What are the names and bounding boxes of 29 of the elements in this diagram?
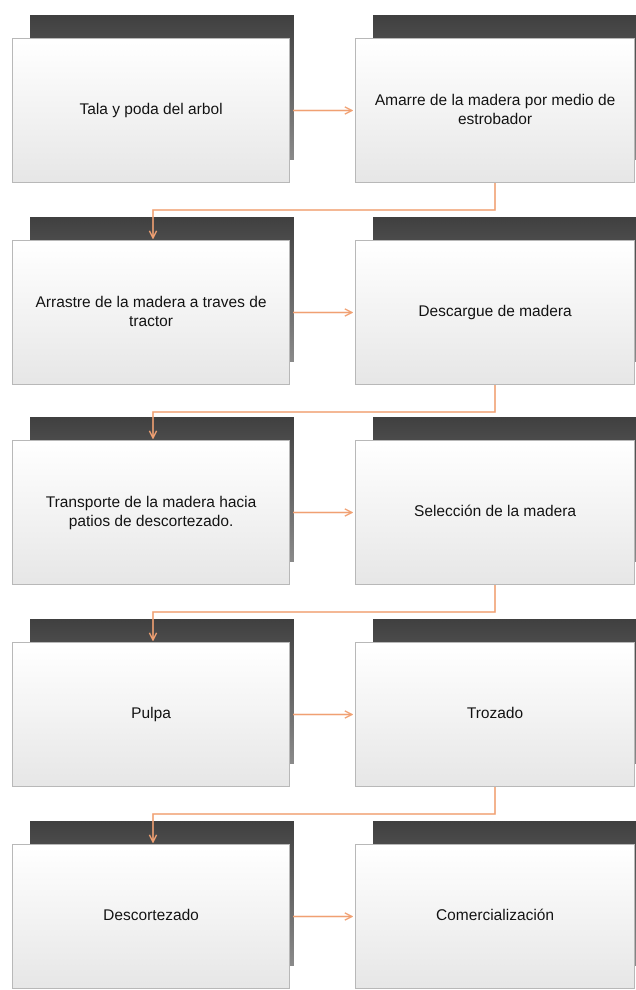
step-label: Tala y poda del arbol — [79, 101, 223, 120]
process-box — [12, 38, 290, 183]
arrow — [293, 912, 353, 921]
process-box — [12, 844, 290, 989]
arrow — [293, 106, 353, 115]
process-box — [355, 440, 635, 585]
process-box — [12, 240, 290, 385]
step-label: Selección de la madera — [414, 503, 576, 522]
arrow — [148, 183, 496, 239]
arrow — [293, 508, 353, 517]
step-label: Descargue de madera — [418, 303, 572, 322]
step-label: Trozado — [466, 705, 524, 724]
arrow — [293, 308, 353, 317]
step-label: Amarre de la madera por medio de estrobador — [374, 92, 616, 130]
step-label: Arrastre de la madera a traves de tractor — [34, 294, 268, 332]
step-label: Pulpa — [131, 705, 171, 724]
process-box — [12, 440, 290, 585]
process-box — [355, 642, 635, 787]
process-box — [355, 844, 635, 989]
step-label: Comercialización — [436, 907, 554, 926]
step-label: Transporte de la madera hacia patios de descortezado. — [44, 494, 258, 532]
arrow — [148, 585, 496, 641]
process-box — [12, 642, 290, 787]
arrow — [293, 710, 353, 719]
step-label: Descortezado — [103, 907, 199, 926]
process-box — [355, 240, 635, 385]
process-box — [355, 38, 635, 183]
arrow — [148, 385, 496, 439]
arrow — [148, 787, 496, 843]
